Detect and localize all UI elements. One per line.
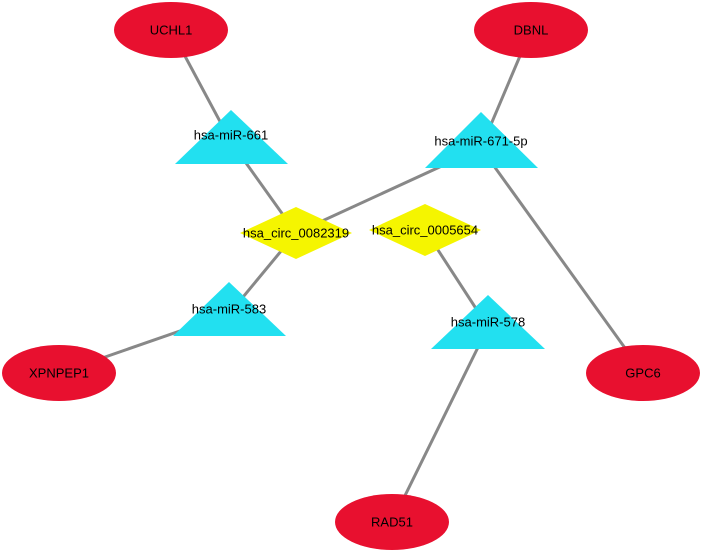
node-mir583[interactable]: hsa-miR-583 (173, 282, 286, 336)
node-mir578-label: hsa-miR-578 (451, 315, 525, 330)
node-gpc6-label: GPC6 (625, 366, 660, 381)
edge-mir6715p-gpc6 (479, 147, 645, 374)
node-circ0005654-label: hsa_circ_0005654 (372, 223, 478, 238)
edges-layer (58, 29, 645, 523)
node-circ0005654[interactable]: hsa_circ_0005654 (369, 204, 481, 256)
node-uchl1-label: UCHL1 (150, 23, 193, 38)
node-gpc6[interactable]: GPC6 (586, 345, 700, 401)
node-uchl1[interactable]: UCHL1 (114, 2, 228, 58)
node-circ0082319[interactable]: hsa_circ_0082319 (240, 207, 352, 259)
node-mir583-label: hsa-miR-583 (192, 302, 266, 317)
node-mir6715p[interactable]: hsa-miR-671-5p (425, 112, 538, 168)
node-rad51-label: RAD51 (371, 515, 413, 530)
node-rad51[interactable]: RAD51 (335, 494, 449, 550)
edge-mir578-rad51 (390, 326, 490, 523)
node-xpnpep1-label: XPNPEP1 (29, 366, 89, 381)
node-dbnl[interactable]: DBNL (474, 2, 588, 58)
node-circ0082319-label: hsa_circ_0082319 (243, 226, 349, 241)
node-dbnl-label: DBNL (514, 23, 549, 38)
node-mir661-label: hsa-miR-661 (194, 128, 268, 143)
node-mir578[interactable]: hsa-miR-578 (431, 295, 545, 349)
node-xpnpep1[interactable]: XPNPEP1 (2, 345, 116, 401)
node-mir661[interactable]: hsa-miR-661 (175, 110, 288, 164)
node-mir6715p-label: hsa-miR-671-5p (434, 134, 527, 149)
